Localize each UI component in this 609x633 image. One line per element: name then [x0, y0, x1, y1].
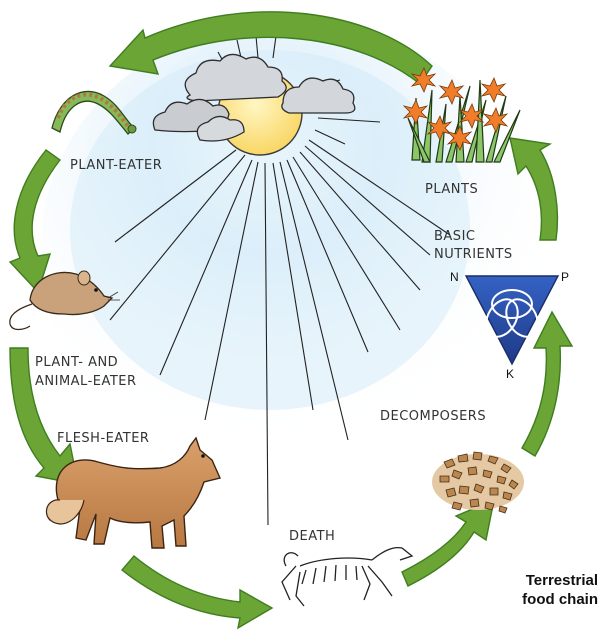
label-plant-animal-eater-line2: ANIMAL-EATER	[35, 373, 137, 390]
plants-illustration	[404, 68, 520, 162]
label-plant-eater: PLANT-EATER	[70, 157, 162, 174]
label-basic-nutrients-line2: NUTRIENTS	[434, 246, 513, 263]
decomposers-illustration	[432, 452, 524, 513]
label-basic-nutrients-line1: BASIC	[434, 228, 475, 245]
label-decomposers: DECOMPOSERS	[380, 408, 486, 425]
skeleton-illustration	[282, 548, 412, 606]
label-flesh-eater: FLESH-EATER	[57, 430, 149, 447]
label-nutrient-n: N	[450, 270, 459, 284]
label-nutrient-k: K	[506, 367, 514, 381]
caption-line2: food chain	[522, 590, 598, 609]
label-plants: PLANTS	[425, 181, 478, 198]
caption-line1: Terrestrial	[526, 571, 598, 590]
label-nutrient-p: P	[561, 270, 569, 284]
label-death: DEATH	[289, 528, 335, 545]
label-plant-animal-eater-line1: PLANT- AND	[35, 354, 118, 371]
